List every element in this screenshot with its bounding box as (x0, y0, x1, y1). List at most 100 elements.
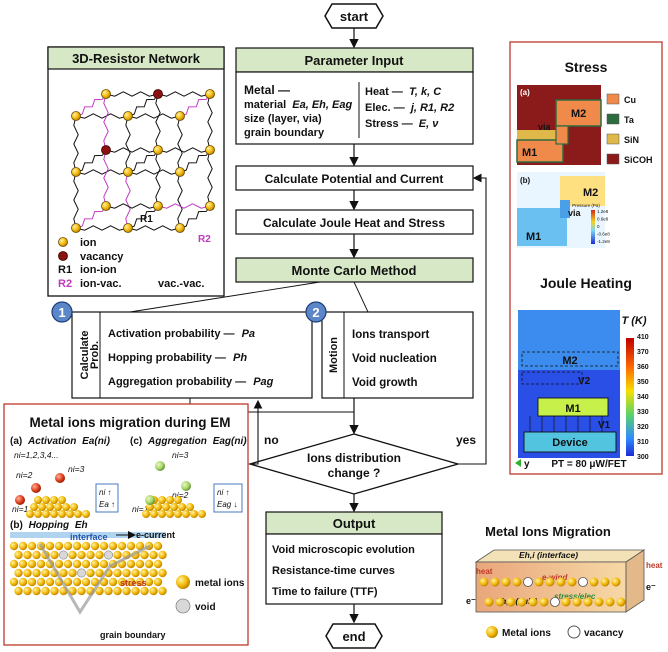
metal-ion-atom (81, 541, 91, 551)
ion-node (175, 167, 185, 177)
metal-ion-atom (82, 510, 90, 518)
param-elec: Elec. — j, R1, R2 (365, 102, 454, 114)
resistor-edge (103, 149, 109, 207)
param-material: material Ea, Eh, Eag (244, 99, 352, 111)
joule-device: Device (552, 437, 587, 449)
metal-ion-atom (23, 550, 32, 560)
y-axis-arrow-icon (515, 459, 521, 467)
resistor-edge (105, 91, 159, 97)
metal-ion-atom (18, 577, 28, 587)
metal-ion-atom (135, 559, 145, 569)
metal-ion-atom (32, 568, 41, 578)
param-stress: Stress — E, ν (365, 118, 439, 130)
resistor-network-panel: 3D-Resistor Network R2 R1 ion vacancy R1… (47, 46, 225, 297)
metal-ion (512, 577, 522, 587)
metal-ion-atom (74, 510, 82, 518)
resistor-edge (75, 149, 107, 173)
metal-ion-atom (81, 559, 91, 569)
metal-ion-atom (81, 577, 91, 587)
bar-ions (479, 577, 626, 607)
metal-ion (616, 597, 626, 607)
metal-ion-atom (86, 568, 95, 578)
resistor-r1-label: R1 (140, 214, 153, 225)
motion-side-label: Motion (328, 337, 340, 373)
motion-item-1: Ions transport (352, 329, 429, 341)
pressure-title: Pressure (Pa) (572, 203, 600, 208)
param-heat: Heat — T, k, C (365, 86, 442, 98)
pressure-colorbar (591, 210, 595, 244)
pressure-tick: 0 (597, 224, 600, 229)
param-input-header (235, 47, 474, 73)
resistor-edge (127, 113, 181, 119)
metal-ion-atom (158, 496, 166, 504)
metal-ion-atom (54, 503, 62, 511)
start-node (324, 3, 384, 29)
resistor-edge (73, 115, 79, 173)
temperature-tick: 410 (637, 334, 649, 341)
metal-ion-atom (99, 559, 109, 569)
param-grain: grain boundary (244, 127, 325, 139)
ions-legend-metal: Metal ions (502, 628, 551, 639)
metal-ion-atom (170, 503, 178, 511)
calc-prob-hopping: Hopping probability — Ph (108, 352, 247, 364)
metal-ion (484, 597, 494, 607)
mig-grain-boundary: grain boundary (100, 630, 166, 640)
metal-ion-atom (72, 577, 82, 587)
metal-ion-atom (131, 586, 140, 596)
metal-ion-atom (122, 568, 131, 578)
activated-ion-atom (55, 473, 65, 483)
metal-ion (517, 597, 527, 607)
param-stress-vals: E, ν (419, 118, 439, 130)
resistor-edge (75, 93, 107, 117)
joule-pillars (529, 416, 603, 432)
mig-a-label-tag: (a) (10, 436, 22, 447)
mig-b-label-tag: (b) (10, 520, 23, 531)
stress-b-m1 (517, 208, 567, 246)
metal-ion-atom (99, 541, 109, 551)
joule-y-axis: y (524, 459, 530, 470)
resistor-edge (177, 171, 183, 229)
calc-prob-badge (51, 301, 73, 323)
resistor-edge (103, 93, 109, 151)
metal-ion-atom (186, 503, 194, 511)
stress-legend-swatch (606, 93, 620, 105)
param-elec-vals: j, R1, R2 (409, 102, 454, 114)
mig-a-trend-bot: Ea ↑ (99, 500, 115, 509)
resistor-edge (127, 149, 159, 173)
legend-vac-vac: vac.-vac. (158, 278, 204, 290)
fan-line-right (353, 281, 369, 313)
metal-ion-atom (178, 503, 186, 511)
metal-ion-atom (77, 550, 86, 560)
pressure-tick: -1.2e8 (597, 239, 610, 244)
mig-a-ni1: ni=1 (12, 504, 29, 514)
metal-ion-atom (144, 577, 154, 587)
activation-atom-pile (15, 473, 90, 518)
ion-node (101, 201, 111, 211)
legend-vacancy-icon (58, 251, 68, 261)
calc-prob-box (71, 311, 313, 399)
metal-ion (490, 577, 500, 587)
metal-ion-atom (54, 559, 64, 569)
aggregating-ion-atom (181, 481, 191, 491)
ion-node (175, 223, 185, 233)
metal-ion-atom (68, 568, 77, 578)
arrow-no-loop (250, 399, 263, 465)
ions-e-wind: e-wind (542, 573, 568, 582)
metal-ion-atom (174, 496, 182, 504)
metal-ion-atom (63, 577, 73, 587)
metal-ion (567, 577, 577, 587)
stress-a-label: (a) (520, 88, 530, 97)
stress-b-m1-label: M1 (526, 231, 541, 243)
calc-joule-label: Calculate Joule Heat and Stress (263, 216, 445, 230)
joule-m2-outline (521, 351, 619, 367)
metal-ion-atom (117, 577, 127, 587)
resistor-network-title: 3D-Resistor Network (72, 51, 201, 66)
temperature-tick: 330 (637, 409, 649, 416)
metal-ion (528, 597, 538, 607)
metal-ion-atom (126, 577, 136, 587)
stress-legend-label: SiN (624, 135, 639, 145)
metal-ion-atom (158, 550, 167, 560)
param-size: size (layer, via) (244, 113, 322, 125)
mig-b-title: Hopping (29, 520, 70, 531)
